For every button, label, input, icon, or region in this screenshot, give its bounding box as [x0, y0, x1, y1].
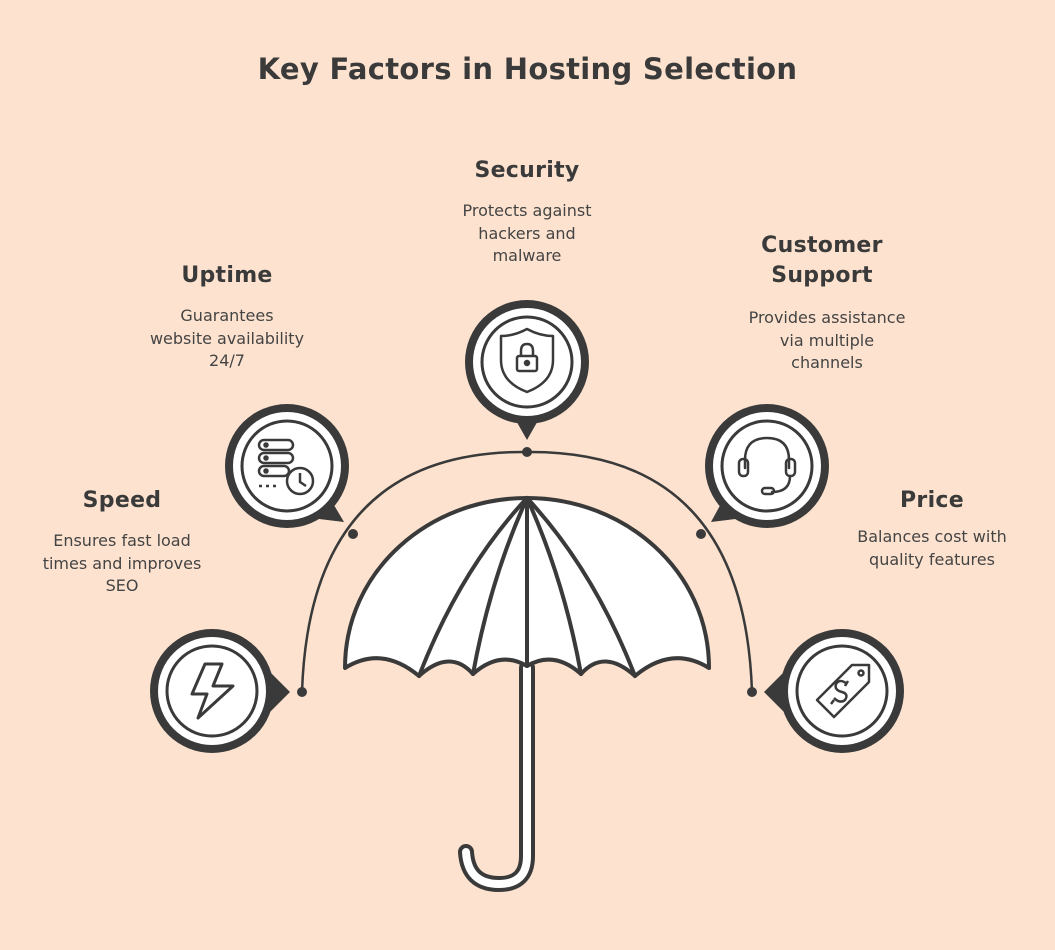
factor-security: Security Protects against hackers and ma…	[427, 156, 627, 268]
factor-uptime-title: Uptime	[181, 263, 273, 288]
lightning-bolt-icon	[190, 662, 235, 720]
factor-speed-title: Speed	[82, 488, 162, 513]
factor-speed: Speed Ensures fast load times and improv…	[22, 486, 222, 598]
price-tag-icon	[815, 663, 871, 719]
price-bubble	[764, 629, 904, 753]
factor-price-title: Price	[900, 488, 964, 513]
factor-uptime-description: Guarantees website availability 24/7	[149, 306, 305, 370]
connector-dot-support	[696, 529, 706, 539]
factor-customer-support-description: Provides assistance via multiple channel…	[748, 308, 906, 372]
factor-uptime: Uptime Guarantees website availability 2…	[127, 261, 327, 373]
factor-security-description: Protects against hackers and malware	[462, 201, 592, 265]
factor-price-description: Balances cost with quality features	[857, 527, 1007, 569]
headset-icon	[737, 436, 797, 496]
uptime-bubble	[225, 404, 349, 528]
shield-lock-icon	[499, 327, 555, 394]
factor-customer-support: Customer Support Provides assistance via…	[722, 231, 922, 375]
security-bubble	[465, 300, 589, 440]
speed-bubble	[150, 629, 290, 753]
server-clock-icon	[257, 438, 315, 496]
connector-dot-uptime	[348, 529, 358, 539]
connector-dot-speed	[297, 687, 307, 697]
connector-dot-security	[522, 447, 532, 457]
umbrella-icon	[343, 496, 711, 892]
connector-dot-price	[747, 687, 757, 697]
factor-customer-support-title: Customer Support	[761, 233, 883, 288]
support-bubble	[705, 404, 829, 528]
diagram-title: Key Factors in Hosting Selection	[257, 52, 798, 86]
factor-price: Price Balances cost with quality feature…	[832, 486, 1032, 571]
factor-security-title: Security	[474, 158, 580, 183]
factor-speed-description: Ensures fast load times and improves SEO	[42, 531, 202, 595]
